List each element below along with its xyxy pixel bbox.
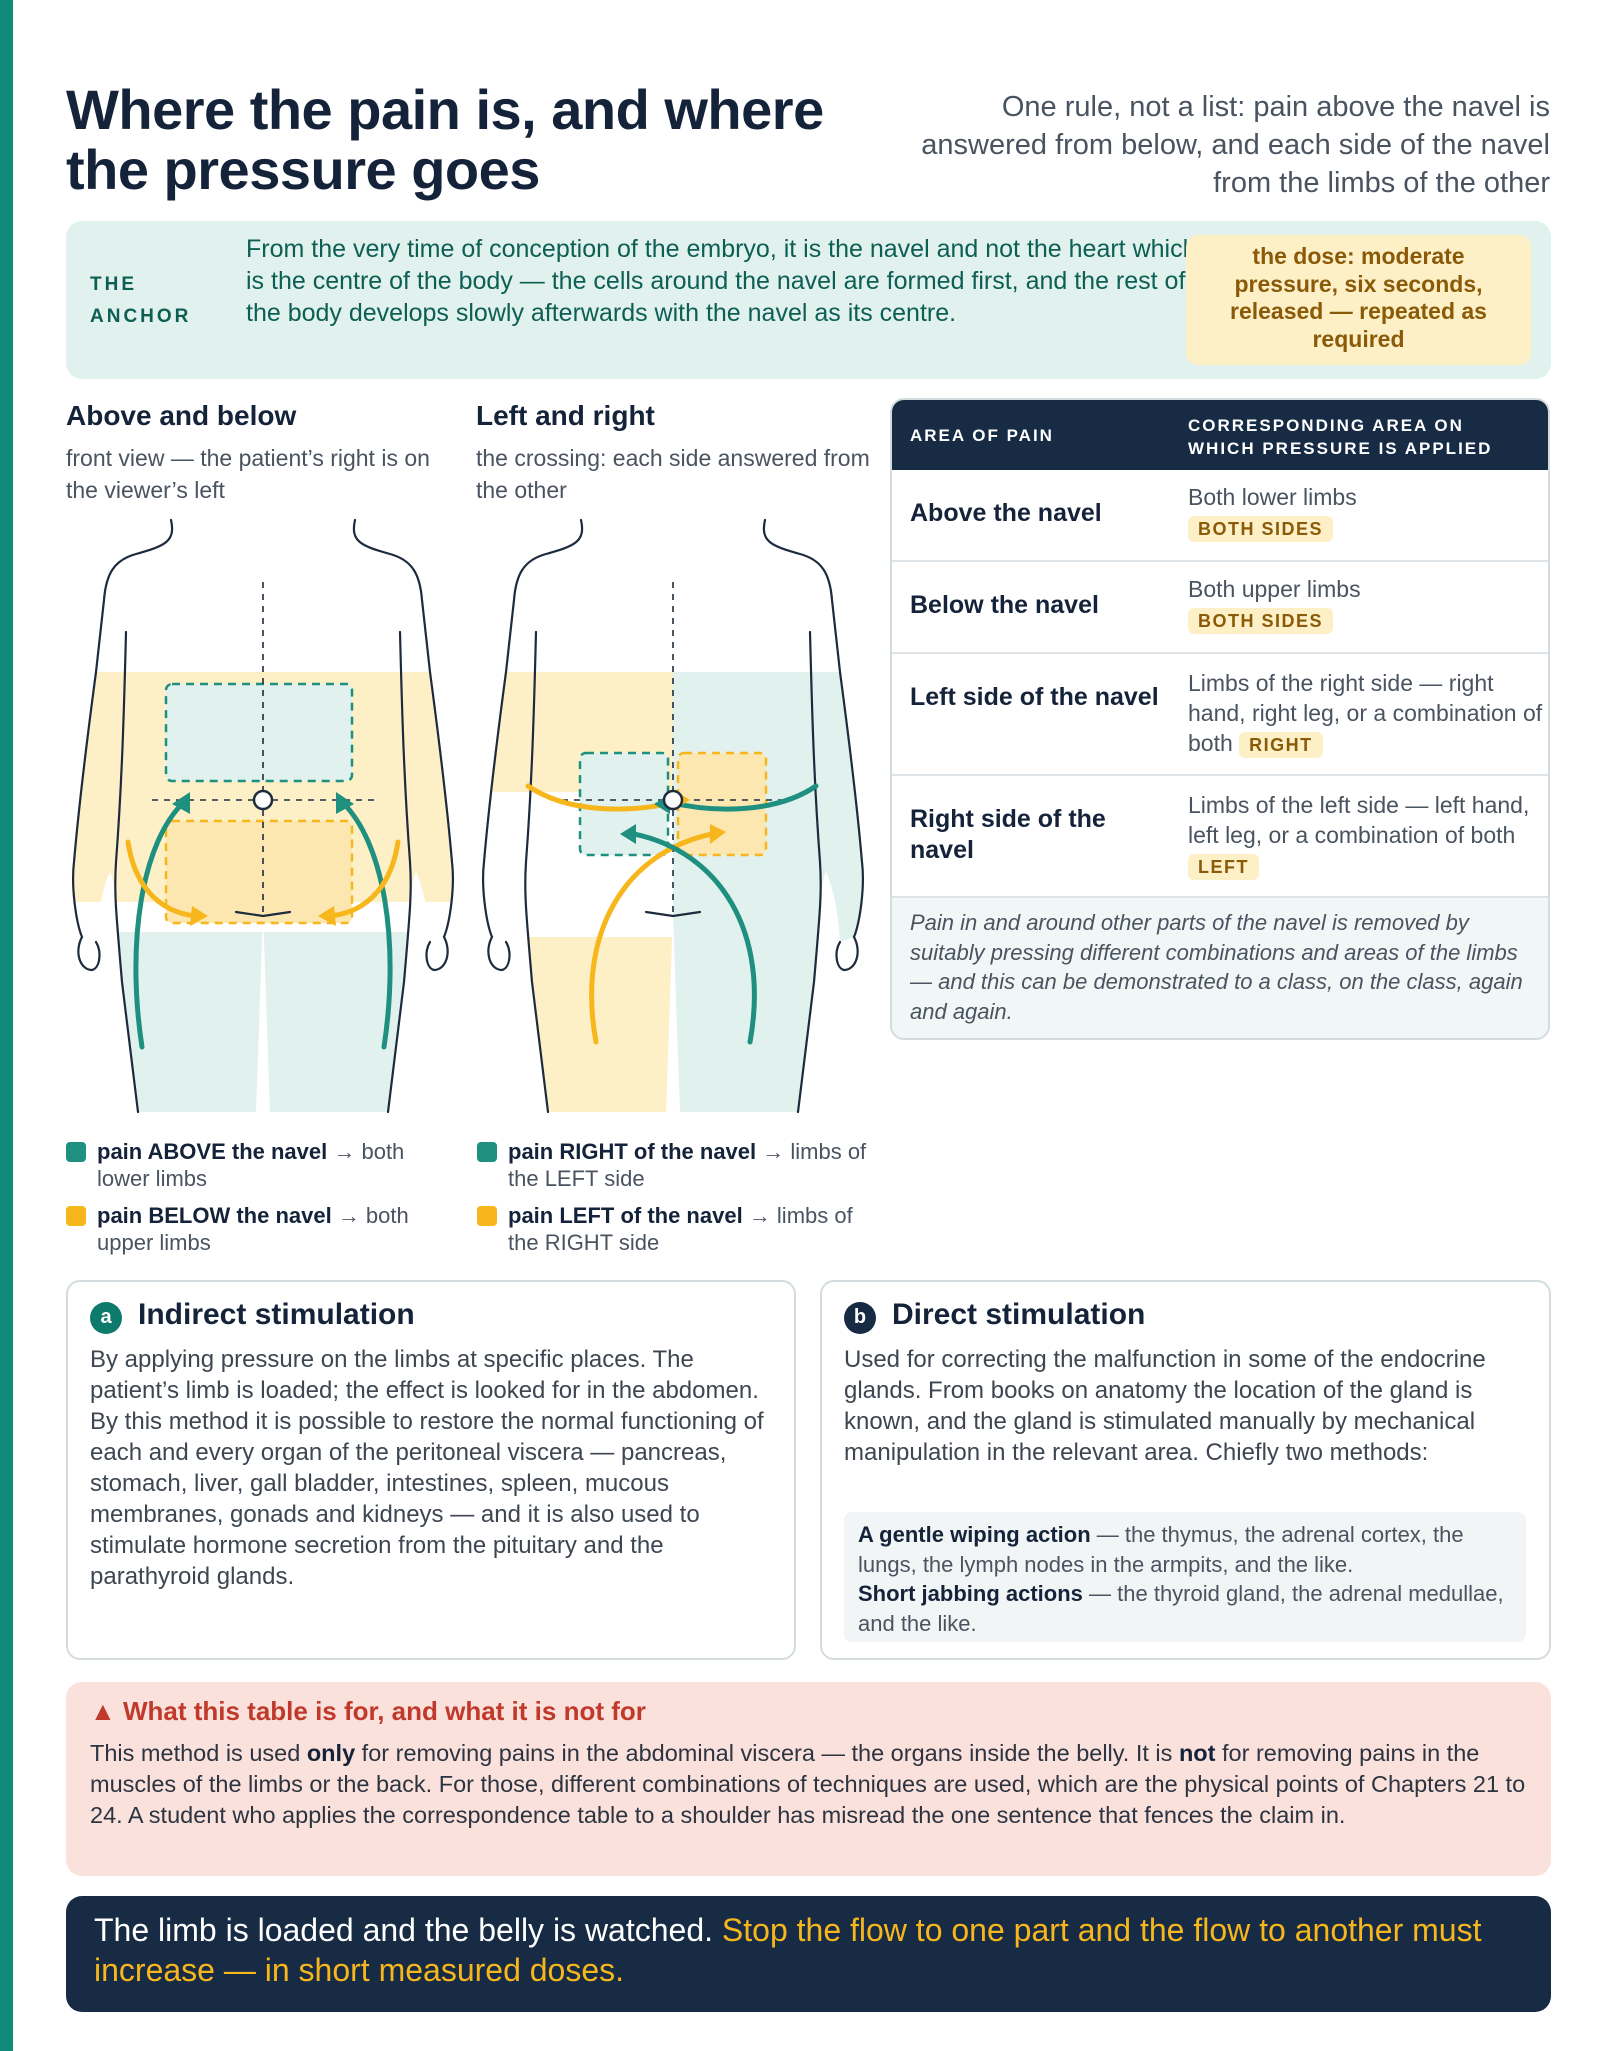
warning-heading: ▲ What this table is for, and what it is… <box>90 1696 646 1726</box>
navel-marker <box>252 789 274 811</box>
zone-above-navel <box>164 682 354 783</box>
side-tag: LEFT <box>1188 854 1259 880</box>
indirect-heading: Indirect stimulation <box>138 1298 415 1331</box>
side-tag: BOTH SIDES <box>1188 516 1334 542</box>
figure-above-below-caption: front view — the patient’s right is on t… <box>66 445 430 503</box>
body-diagram-above-below <box>72 518 454 1114</box>
legend-swatch-amber <box>66 1206 86 1226</box>
table-header: AREA OF PAIN CORRESPONDING AREA ON WHICH… <box>892 400 1548 470</box>
body-outline <box>72 518 454 1114</box>
arrowheads <box>172 792 354 926</box>
direct-heading: Direct stimulation <box>892 1298 1146 1331</box>
indirect-stimulation-card: a Indirect stimulation By applying press… <box>66 1280 796 1660</box>
legend-swatch-teal <box>66 1142 86 1162</box>
zone-below-navel <box>164 819 354 925</box>
badge-a: a <box>90 1302 122 1334</box>
body-diagram-left-right <box>482 518 864 1114</box>
legend-item-right: pain RIGHT of the navel → limbs of the L… <box>477 1138 868 1192</box>
figure-left-right-heading: Left and right <box>476 400 655 431</box>
methods-box: A gentle wiping action — the thymus, the… <box>844 1512 1526 1642</box>
figure-left-right-caption: the crossing: each side answered from th… <box>476 445 870 503</box>
method-jabbing: Short jabbing actions — the thyroid glan… <box>858 1581 1504 1636</box>
legend-item-left: pain LEFT of the navel → limbs of the RI… <box>477 1202 868 1256</box>
method-wiping: A gentle wiping action — the thymus, the… <box>858 1522 1464 1577</box>
badge-b: b <box>844 1302 876 1334</box>
figure-above-below-heading: Above and below <box>66 400 297 431</box>
table-row: Left side of the navel Limbs of the righ… <box>892 654 1548 776</box>
direct-text: Used for correcting the malfunction in s… <box>844 1346 1486 1466</box>
table-note: Pain in and around other parts of the na… <box>892 898 1548 1038</box>
anchor-text: From the very time of conception of the … <box>246 235 1197 327</box>
table-row: Below the navel Both upper limbs BOTH SI… <box>892 562 1548 654</box>
dose-callout: the dose: moderate pressure, six seconds… <box>1186 235 1531 365</box>
legend-item-above: pain ABOVE the navel → both lower limbs <box>66 1138 457 1192</box>
correspondence-table: AREA OF PAIN CORRESPONDING AREA ON WHICH… <box>890 398 1550 1040</box>
table-row: Right side of the navel Limbs of the lef… <box>892 776 1548 898</box>
warning-icon: ▲ <box>90 1696 116 1726</box>
anchor-panel: THE ANCHOR From the very time of concept… <box>66 221 1551 379</box>
indirect-text: By applying pressure on the limbs at spe… <box>90 1346 764 1590</box>
side-tag: RIGHT <box>1239 732 1323 758</box>
column-header-corresponding: CORRESPONDING AREA ON WHICH PRESSURE IS … <box>1188 416 1493 458</box>
navel-marker <box>662 789 684 811</box>
scope-warning: ▲ What this table is for, and what it is… <box>66 1682 1551 1876</box>
closing-banner: The limb is loaded and the belly is watc… <box>66 1896 1551 2012</box>
pressure-arrows <box>125 799 401 1050</box>
direct-stimulation-card: b Direct stimulation Used for correcting… <box>820 1280 1551 1660</box>
legend-swatch-teal <box>477 1142 497 1162</box>
legend-swatch-amber <box>477 1206 497 1226</box>
page-title: Where the pain is, and where the pressur… <box>66 78 824 201</box>
table-row: Above the navel Both lower limbs BOTH SI… <box>892 470 1548 562</box>
column-header-area: AREA OF PAIN <box>910 426 1054 445</box>
anchor-label: THE ANCHOR <box>90 274 192 327</box>
legend-item-below: pain BELOW the navel → both upper limbs <box>66 1202 457 1256</box>
side-tag: BOTH SIDES <box>1188 608 1334 634</box>
page-subtitle: One rule, not a list: pain above the nav… <box>921 91 1550 199</box>
body-outline <box>482 518 864 1114</box>
warning-text: This method is used only for removing pa… <box>90 1740 1526 1828</box>
accent-stripe <box>0 0 13 2051</box>
